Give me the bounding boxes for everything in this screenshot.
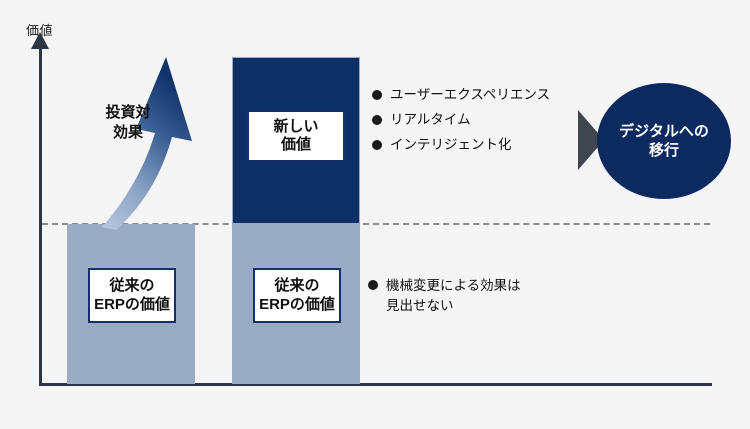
- list-item: 機械変更による効果は 見出せない: [368, 276, 521, 317]
- bullet-label: ユーザーエクスペリエンス: [390, 87, 551, 102]
- bullet-label: インテリジェント化: [390, 137, 512, 153]
- bullet-dot-icon: [372, 115, 382, 126]
- bar-label-legacy-2: 従来の ERPの価値: [253, 268, 341, 323]
- list-item: ユーザーエクスペリエンス: [372, 86, 550, 104]
- reference-dashed-line: [42, 223, 710, 225]
- bullet-label: 機械変更による効果は 見出せない: [386, 278, 521, 314]
- y-axis-arrow-icon: [31, 32, 49, 49]
- bullet-list-benefits: ユーザーエクスペリエンス リアルタイム インテリジェント化: [372, 86, 550, 162]
- bullet-dot-icon: [368, 280, 378, 290]
- x-axis-line: [39, 383, 712, 386]
- bullet-dot-icon: [372, 140, 382, 151]
- bar-label-new-value: 新しい 価値: [247, 110, 345, 162]
- digital-transformation-circle: デジタルへの 移行: [597, 83, 731, 199]
- y-axis-label: 価値: [26, 23, 54, 38]
- bullet-label: リアルタイム: [390, 112, 471, 128]
- roi-label: 投資対 効果: [105, 104, 151, 141]
- bullet-dot-icon: [372, 90, 382, 100]
- y-axis-line: [39, 46, 42, 386]
- bullet-list-limitations: 機械変更による効果は 見出せない: [368, 276, 521, 324]
- roi-curved-arrow-icon: [102, 57, 192, 230]
- list-item: リアルタイム: [372, 111, 550, 129]
- list-item: インテリジェント化: [372, 136, 550, 154]
- bar-label-legacy-1: 従来の ERPの価値: [88, 268, 176, 323]
